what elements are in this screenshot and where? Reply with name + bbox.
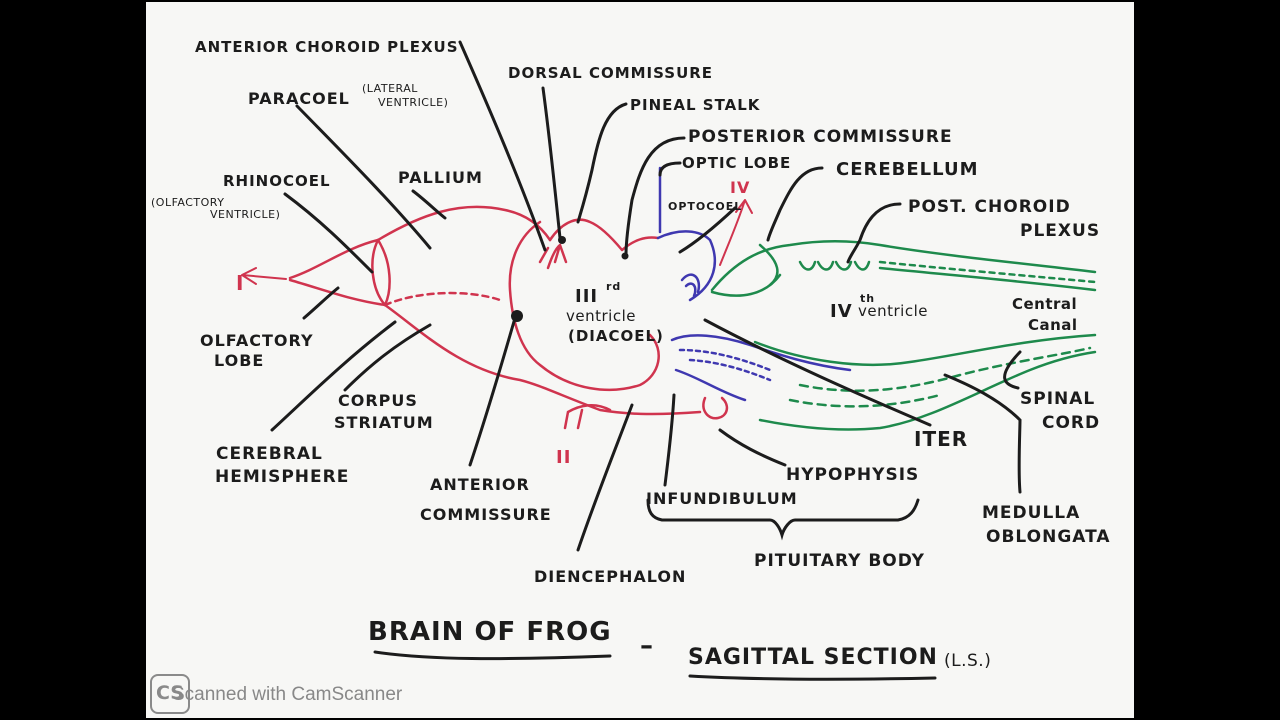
watermark-text: Scanned with CamScanner: [172, 684, 403, 705]
label-plexus: PLEXUS: [1020, 221, 1100, 241]
label-optocoel: OPTOCOEL: [668, 200, 742, 213]
label-pallium: PALLIUM: [398, 168, 483, 187]
label-striatum: STRIATUM: [334, 413, 434, 432]
label-olfactory: OLFACTORY: [200, 331, 314, 350]
label-lobe: LOBE: [214, 351, 264, 370]
forebrain-outline: [241, 199, 753, 430]
label-paracoel: PARACOEL: [248, 89, 350, 108]
label-nerve-I: I: [236, 271, 244, 295]
title-ls: (L.S.): [944, 651, 991, 671]
label-fourth-ventricle-num: IV: [830, 301, 853, 322]
label-nerve-II: II: [556, 447, 571, 468]
label-pineal-stalk: PINEAL STALK: [630, 96, 761, 114]
label-post-choroid: POST. CHOROID: [908, 197, 1071, 217]
label-hemisphere: HEMISPHERE: [215, 467, 349, 487]
label-pituitary-body: PITUITARY BODY: [754, 551, 925, 571]
label-medulla: MEDULLA: [982, 503, 1080, 523]
label-fourth-ventricle-word: ventricle: [858, 302, 928, 320]
title-sagittal-section: SAGITTAL SECTION: [688, 645, 938, 670]
title-brain-of-frog: BRAIN OF FROG: [368, 617, 612, 647]
label-infundibulum: INFUNDIBULUM: [646, 489, 798, 508]
diagram-title: BRAIN OF FROG – SAGITTAL SECTION (L.S.): [368, 617, 991, 681]
label-cord: CORD: [1042, 413, 1100, 433]
label-anterior-choroid-plexus: ANTERIOR CHOROID PLEXUS: [195, 38, 459, 56]
label-cerebral: CEREBRAL: [216, 444, 323, 464]
label-iter: ITER: [914, 427, 968, 451]
hindbrain-outline: [710, 240, 1097, 431]
label-diacoel: (DIACOEL): [568, 327, 664, 345]
label-ventricle-paren2: VENTRICLE): [210, 208, 280, 221]
label-third-ventricle-sup: rd: [606, 280, 621, 293]
title-underline-1: [373, 650, 612, 661]
label-third-ventricle-word: ventricle: [566, 307, 636, 325]
label-olfactory-paren: (OLFACTORY: [151, 196, 224, 209]
label-central: Central: [1012, 295, 1077, 313]
label-nerve-IV: IV: [730, 178, 750, 197]
camscanner-logo-icon: CS: [150, 674, 190, 714]
label-lateral: (LATERAL: [362, 82, 418, 95]
label-optic-lobe: OPTIC LOBE: [682, 154, 791, 172]
label-spinal: SPINAL: [1020, 389, 1095, 409]
title-underline-2: [688, 674, 937, 681]
label-hypophysis: HYPOPHYSIS: [786, 465, 919, 485]
label-commissure: COMMISSURE: [420, 505, 552, 524]
label-posterior-commissure: POSTERIOR COMMISSURE: [688, 127, 953, 147]
label-oblongata: OBLONGATA: [986, 527, 1111, 547]
midbrain-outline: [656, 166, 852, 402]
label-ventricle-paren: VENTRICLE): [378, 96, 448, 109]
label-dorsal-commissure: DORSAL COMMISSURE: [508, 64, 713, 82]
pointer-lines: [270, 40, 1022, 552]
label-anterior: ANTERIOR: [430, 475, 530, 494]
labels: ANTERIOR CHOROID PLEXUS DORSAL COMMISSUR…: [151, 38, 1111, 586]
label-fourth-ventricle-sup: th: [860, 292, 875, 305]
label-third-ventricle-num: III: [575, 286, 598, 307]
label-canal: Canal: [1028, 316, 1078, 334]
label-cerebellum: CEREBELLUM: [836, 159, 979, 180]
label-diencephalon: DIENCEPHALON: [534, 567, 686, 586]
label-corpus: CORPUS: [338, 391, 418, 410]
title-dash: –: [640, 631, 654, 661]
label-rhinocoel: RHINOCOEL: [223, 172, 331, 190]
